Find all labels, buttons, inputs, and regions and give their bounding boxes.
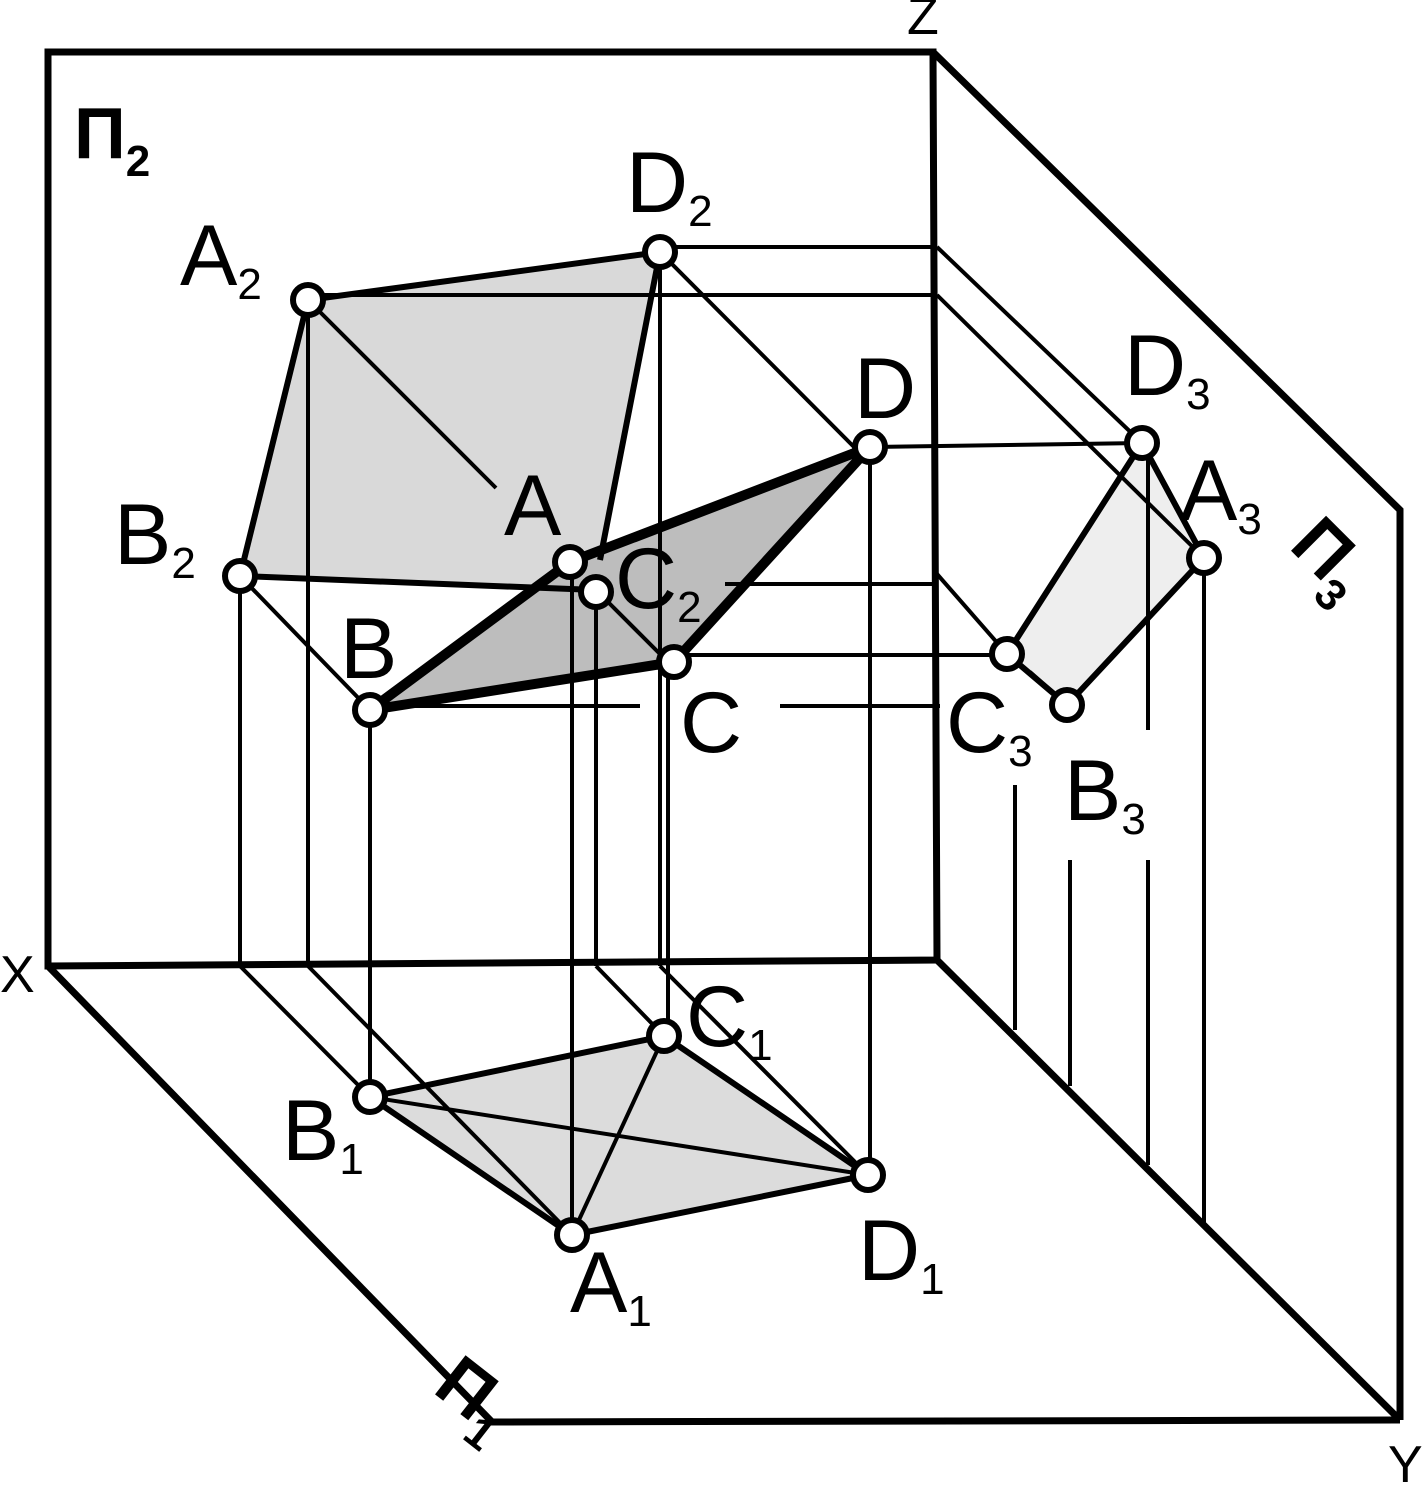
point-c2: [578, 574, 614, 610]
point-d2: [642, 234, 678, 270]
plane-label-p3: П3: [1268, 502, 1387, 621]
label-c2: C2: [615, 531, 702, 632]
label-b3: B3: [1064, 743, 1146, 844]
label-c1: C1: [686, 969, 773, 1070]
label-b: B: [340, 601, 397, 697]
label-b2: B2: [114, 487, 196, 588]
label-c: C: [680, 675, 742, 771]
point-b3: [1049, 687, 1085, 723]
label-a: A: [504, 458, 562, 554]
label-a3: A3: [1180, 443, 1262, 544]
point-b2: [222, 558, 258, 594]
plane-label-p2: П2: [74, 94, 150, 186]
axis-label-x: X: [0, 946, 35, 1004]
label-d: D: [854, 341, 916, 437]
axis-label-y: Y: [1388, 1436, 1423, 1485]
plane-frame: [44, 48, 1404, 1426]
point-c1: [646, 1018, 682, 1054]
point-d1: [850, 1157, 886, 1193]
label-d3: D3: [1124, 318, 1211, 419]
horizontal-plane-outline: [45, 963, 1401, 1426]
point-a2: [290, 282, 326, 318]
label-d1: D1: [858, 1203, 945, 1304]
label-a1: A1: [570, 1235, 652, 1336]
space-quadrilateral-fill: [370, 447, 870, 710]
point-d: [852, 429, 888, 465]
point-b1: [352, 1079, 388, 1115]
point-d3: [1124, 425, 1160, 461]
point-a3: [1186, 540, 1222, 576]
label-d2: D2: [626, 135, 713, 236]
point-a1: [554, 1217, 590, 1253]
label-a2: A2: [180, 208, 262, 309]
point-markers: [222, 234, 1222, 1253]
axis-label-z: Z: [907, 0, 939, 46]
point-c: [656, 644, 692, 680]
point-b: [352, 692, 388, 728]
point-c3: [989, 636, 1025, 672]
label-b1: B1: [282, 1083, 364, 1184]
label-c3: C3: [946, 675, 1033, 776]
y-axis-edge: [934, 957, 1403, 1423]
profile-plane-top-edge: [930, 49, 1404, 1420]
point-a: [552, 544, 588, 580]
